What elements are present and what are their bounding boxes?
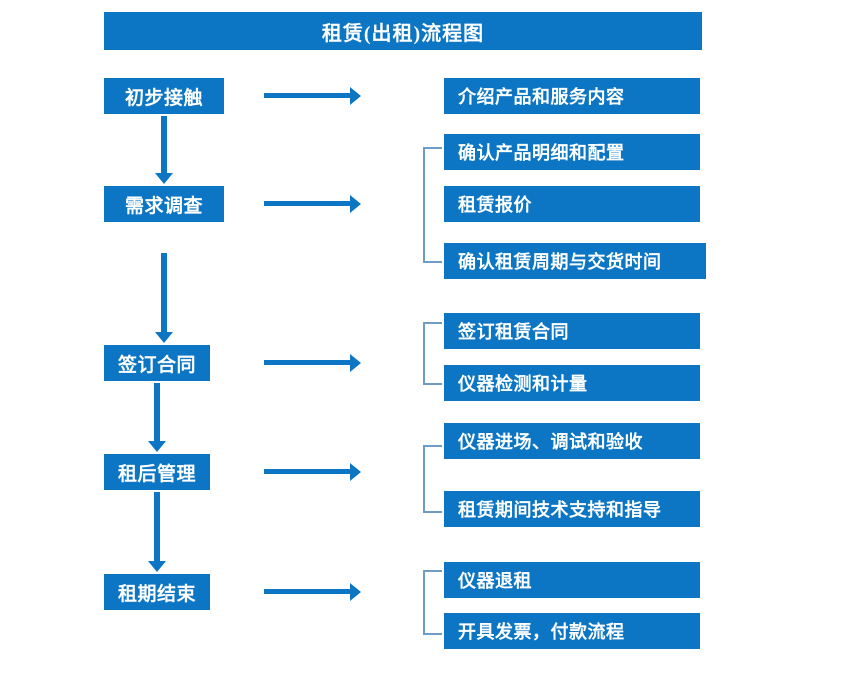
group-bracket-2: [423, 322, 442, 385]
stage-box-3[interactable]: 签订合同: [104, 345, 210, 381]
right-arrow-icon-3: [264, 354, 361, 372]
down-arrow-icon-4: [145, 492, 169, 572]
diagram-title: 租赁(出租)流程图: [104, 12, 702, 50]
stage-box-5[interactable]: 租期结束: [104, 574, 210, 610]
group-bracket-1: [423, 147, 442, 263]
detail-box-4[interactable]: 确认租赁周期与交货时间: [444, 243, 706, 279]
stage-box-1[interactable]: 初步接触: [104, 78, 224, 114]
right-arrow-icon-4: [264, 463, 361, 481]
right-arrow-icon-5: [264, 583, 361, 601]
detail-box-9[interactable]: 仪器退租: [444, 562, 700, 598]
right-arrow-icon-2: [264, 195, 361, 213]
detail-box-10[interactable]: 开具发票，付款流程: [444, 613, 700, 649]
group-bracket-3: [423, 445, 442, 513]
detail-box-1[interactable]: 介绍产品和服务内容: [444, 78, 700, 114]
detail-box-7[interactable]: 仪器进场、调试和验收: [444, 423, 700, 459]
down-arrow-icon-3: [145, 383, 169, 452]
detail-box-3[interactable]: 租赁报价: [444, 186, 700, 222]
detail-box-8[interactable]: 租赁期间技术支持和指导: [444, 491, 700, 527]
down-arrow-icon-1: [152, 116, 176, 184]
stage-box-2[interactable]: 需求调查: [104, 186, 224, 222]
detail-box-6[interactable]: 仪器检测和计量: [444, 365, 700, 401]
group-bracket-4: [423, 570, 442, 635]
right-arrow-icon-1: [264, 87, 361, 105]
down-arrow-icon-2: [152, 253, 176, 343]
stage-box-4[interactable]: 租后管理: [104, 454, 210, 490]
detail-box-5[interactable]: 签订租赁合同: [444, 313, 700, 349]
detail-box-2[interactable]: 确认产品明细和配置: [444, 134, 700, 170]
